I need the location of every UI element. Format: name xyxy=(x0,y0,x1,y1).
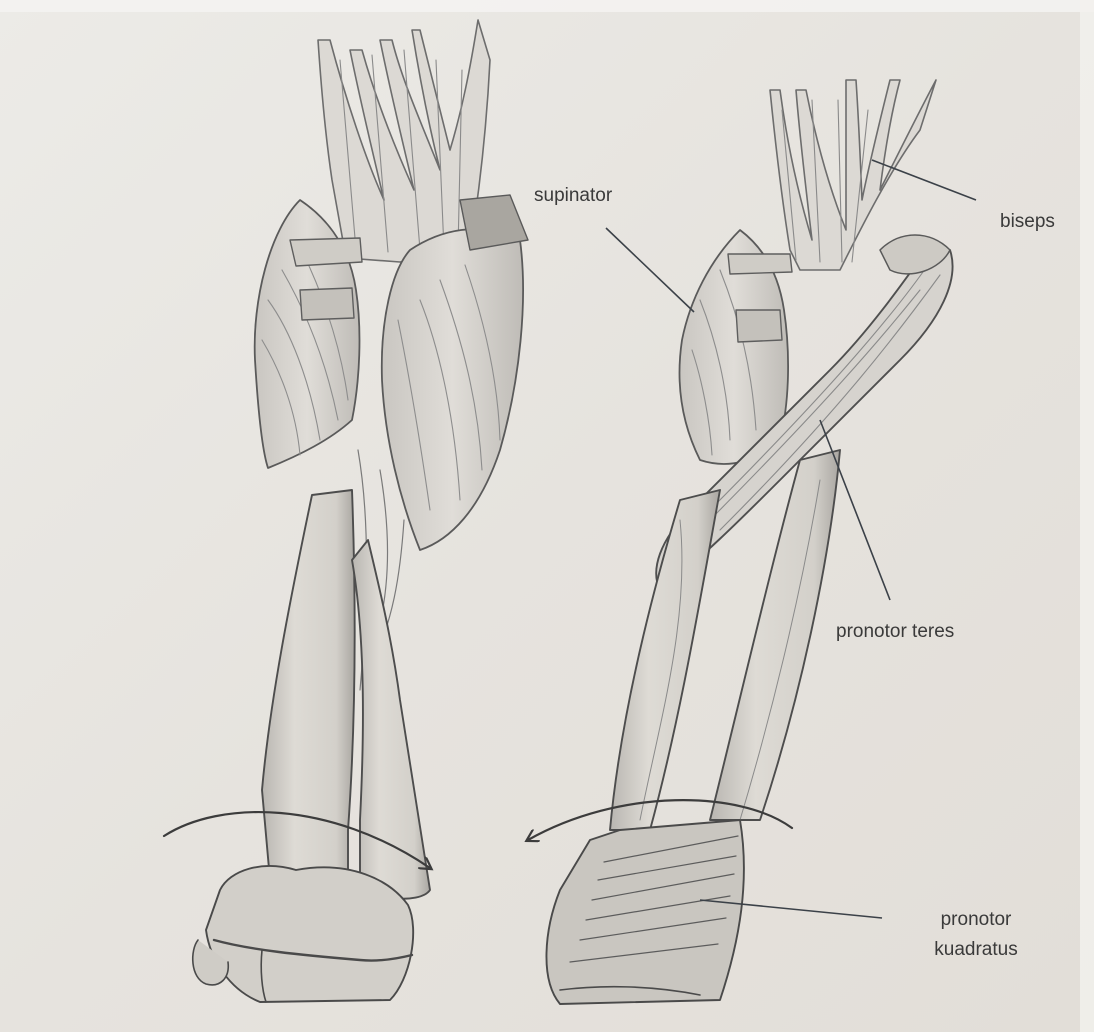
label-pronotor-kuadratus-line1: pronotor xyxy=(916,908,1036,932)
label-pronotor-kuadratus-line2: kuadratus xyxy=(916,938,1036,962)
label-biseps: biseps xyxy=(1000,210,1055,234)
label-supinator: supinator xyxy=(534,184,612,208)
label-pronotor-teres: pronotor teres xyxy=(836,620,954,644)
